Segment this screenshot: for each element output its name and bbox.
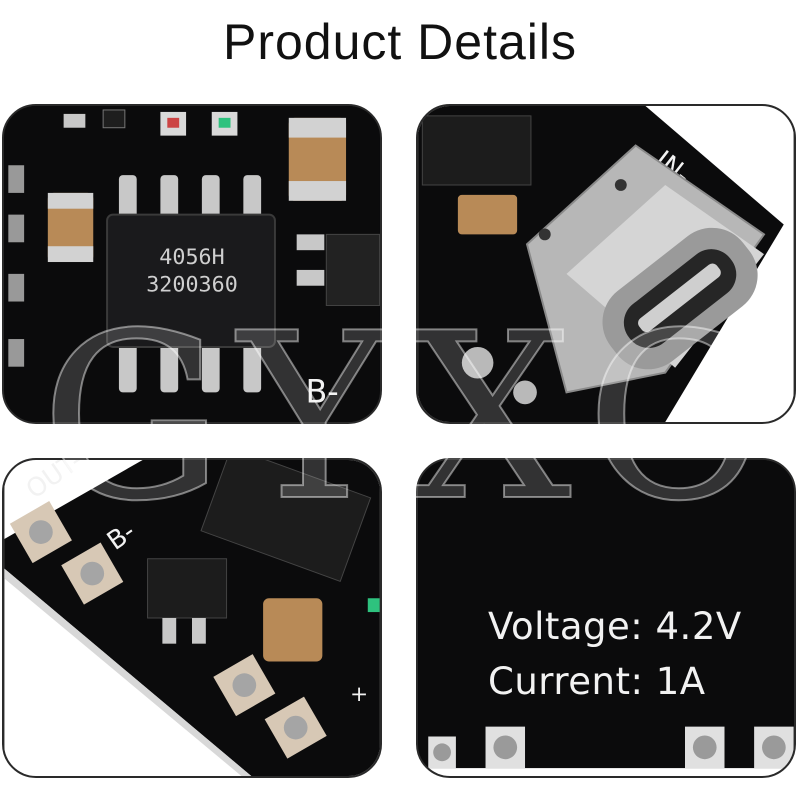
spec-current: Current: 1A (488, 660, 706, 703)
chip-marking-line1: 4056H (159, 245, 224, 270)
page-title: Product Details (222, 14, 578, 70)
pad-label-b-minus: B- (306, 374, 339, 410)
pcb-specs-background (418, 460, 794, 776)
pcb-chip-illustration: 4056H 3200360 B- (4, 106, 380, 422)
panel-specs: Voltage: 4.2V Current: 1A (416, 458, 796, 778)
pcb-pads-illustration: OUT- B- + (4, 460, 380, 776)
usb-c-connector-illustration: IN- (418, 106, 794, 422)
panel-chip-closeup: 4056H 3200360 B- (2, 104, 382, 424)
chip-marking-line2: 3200360 (146, 273, 238, 298)
plus-mark: + (350, 682, 368, 707)
panel-pads-closeup: OUT- B- + (2, 458, 382, 778)
spec-voltage: Voltage: 4.2V (488, 605, 742, 648)
panel-usb-c-closeup: IN- (416, 104, 796, 424)
